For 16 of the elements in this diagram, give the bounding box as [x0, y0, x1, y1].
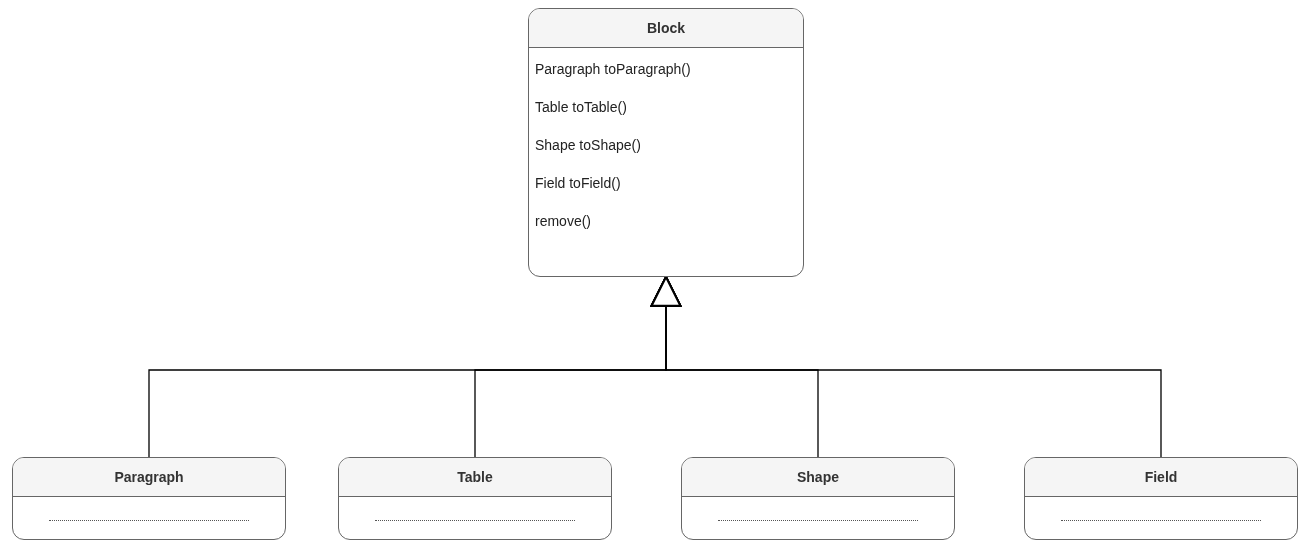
class-box [1024, 457, 1298, 540]
method-text: remove() [535, 211, 591, 231]
class-name: Field [1144, 467, 1178, 487]
class-box [681, 457, 955, 540]
method-text: Shape toShape() [535, 135, 641, 155]
class-name: Paragraph [114, 467, 184, 487]
class-name: Block [646, 18, 686, 38]
class-box [528, 8, 804, 277]
class-box [12, 457, 286, 540]
class-name: Shape [797, 467, 839, 487]
class-box [338, 457, 612, 540]
method-text: Table toTable() [535, 97, 627, 117]
class-name: Table [457, 467, 493, 487]
method-text: Paragraph toParagraph() [535, 59, 691, 79]
inheritance-connector [650, 275, 1162, 458]
method-text: Field toField() [535, 173, 621, 193]
